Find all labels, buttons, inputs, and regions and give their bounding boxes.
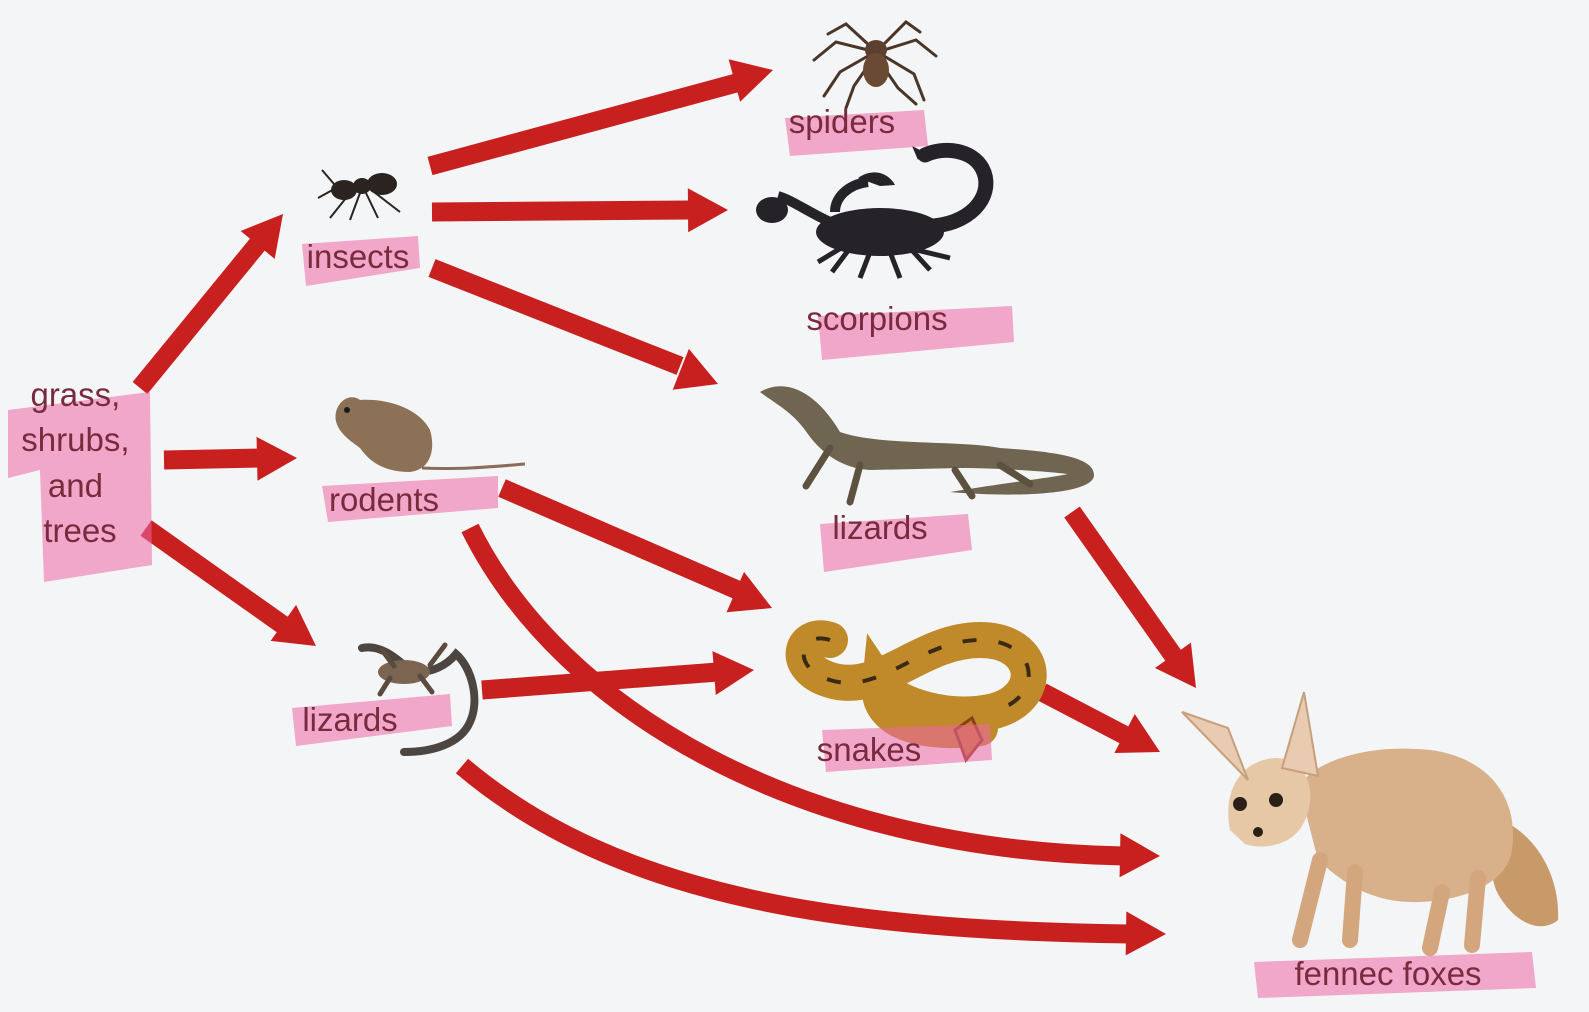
fennec-fox-icon [1182,692,1558,948]
ant-icon [318,170,400,220]
foxes-label-text: fennec foxes [1294,955,1481,992]
producers-label-line-1: grass, [30,376,120,413]
arrow-producers-to-small-lizards [146,528,316,646]
rodents-label-text: rodents [329,481,439,518]
arrow-insects-to-monitor-lizards [432,268,718,390]
arrow-shaft [140,234,266,388]
arrow-head [257,437,297,481]
scorpion-icon [756,146,986,278]
monitor-lizards-label-text: lizards [832,509,927,546]
arrow-shaft [1042,692,1130,738]
arrow-insects-to-scorpions [432,188,728,232]
arrow-insects-to-spiders [430,59,773,166]
arrow-snakes-to-foxes [1042,692,1160,753]
arrow-head [673,349,718,390]
scorpions-label: scorpions [806,300,1014,360]
arrow-shaft [1072,512,1175,658]
arrows-layer [140,59,1196,955]
spider-icon [814,22,936,108]
arrow-head [688,188,728,232]
arrow-shaft [146,528,290,630]
rodent-icon [335,397,525,472]
snakes-label: snakes [817,724,992,772]
arrow-shaft [502,488,742,592]
producers-label-line-3: and [48,467,103,504]
small-lizards-label: lizards [292,694,452,746]
producers-label-line-4: trees [43,512,116,549]
monitor-lizards-label: lizards [820,509,972,572]
spiders-label: spiders [785,103,928,156]
arrow-shaft [430,82,740,166]
arrow-shaft [432,210,690,212]
arrow-producers-to-rodents [164,437,297,481]
arrow-head [729,59,773,101]
arrow-shaft [432,268,680,366]
arrow-head [1120,833,1160,877]
small-lizards-label-text: lizards [302,701,397,738]
arrow-small-lizards-to-snakes [482,651,754,695]
arrow-head [712,651,754,695]
arrow-rodents-to-snakes [502,488,772,612]
arrow-shaft [164,458,262,460]
arrow-producers-to-insects [140,214,283,388]
spiders-label-text: spiders [789,103,895,140]
rodents-label: rodents [322,476,498,522]
arrow-head [1126,911,1166,955]
monitor-lizard-icon [760,386,1094,502]
insects-label: insects [302,236,420,286]
scorpions-label-text: scorpions [806,300,947,337]
arrow-shaft [482,672,718,690]
snakes-label-text: snakes [817,731,922,768]
producers-label: grass, shrubs, and trees [8,376,152,582]
insects-label-text: insects [307,238,410,275]
producers-label-line-2: shrubs, [21,421,129,458]
arrow-monitor-lizards-to-foxes [1072,512,1196,688]
foxes-label: fennec foxes [1254,952,1536,998]
